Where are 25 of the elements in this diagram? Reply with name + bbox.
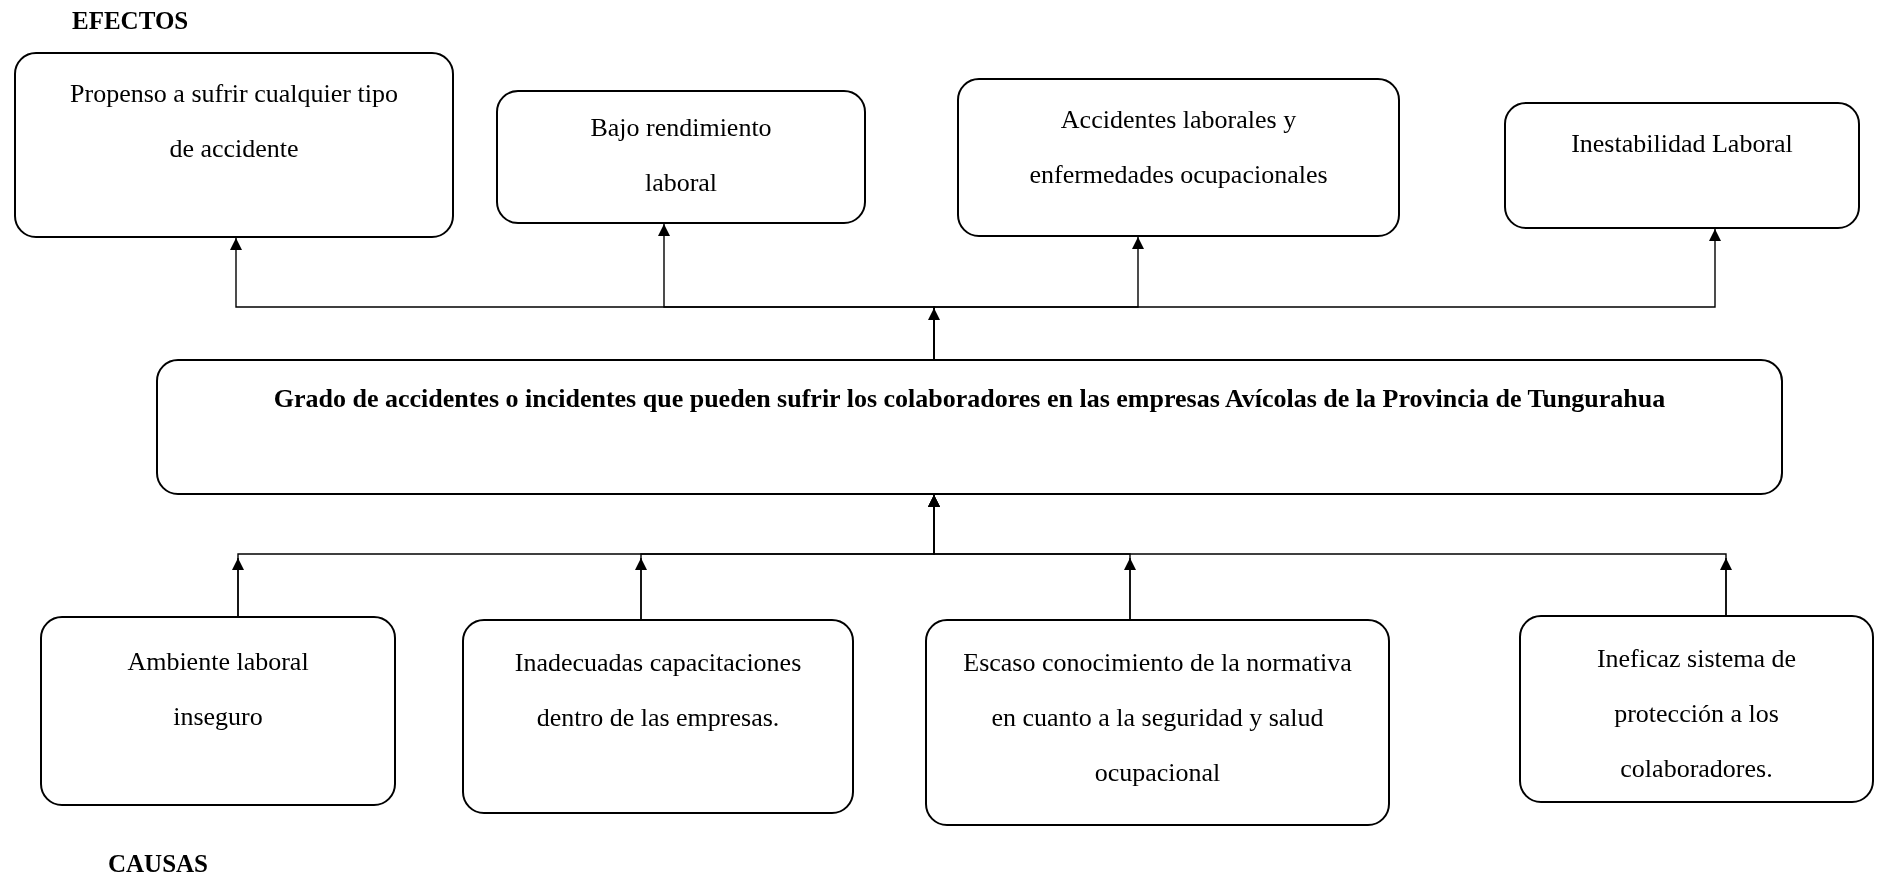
effect-box [957, 78, 1400, 237]
effect-box [496, 90, 866, 224]
cause-box [925, 619, 1390, 826]
cause-box [1519, 615, 1874, 803]
box-text: Ineficaz sistema de protección a los colaboradores. [1595, 643, 1798, 785]
problem-text: Grado de accidentes o incidentes que pueden sufrir los colaboradores en las empresas Avícolas de la Provincia de Tungurahua [273, 383, 1666, 415]
arrow [1720, 557, 1732, 616]
section-heading: EFECTOS [72, 6, 189, 36]
section-heading: CAUSAS [108, 849, 209, 879]
cause-box [40, 616, 396, 806]
box-text: Inadecuadas capacitaciones dentro de las empresas. [513, 647, 803, 734]
box-text: Inestabilidad Laboral [1571, 128, 1793, 160]
box-text: Accidentes laborales y enfermedades ocupacionales [1028, 104, 1329, 191]
box-text: Ambiente laboral inseguro [126, 646, 310, 733]
cause-box [462, 619, 854, 814]
box-text: Escaso conocimiento de la normativa en cuanto a la seguridad y salud ocupacional [962, 647, 1353, 789]
box-text: Bajo rendimiento laboral [589, 112, 773, 199]
problem-box [156, 359, 1783, 495]
arrow [1124, 557, 1136, 620]
arrow [232, 557, 244, 617]
effect-box [1504, 102, 1860, 229]
effect-box [14, 52, 454, 238]
arrow [928, 307, 940, 360]
box-text: Propenso a sufrir cualquier tipo de accidente [69, 78, 399, 165]
arrow [635, 557, 647, 620]
